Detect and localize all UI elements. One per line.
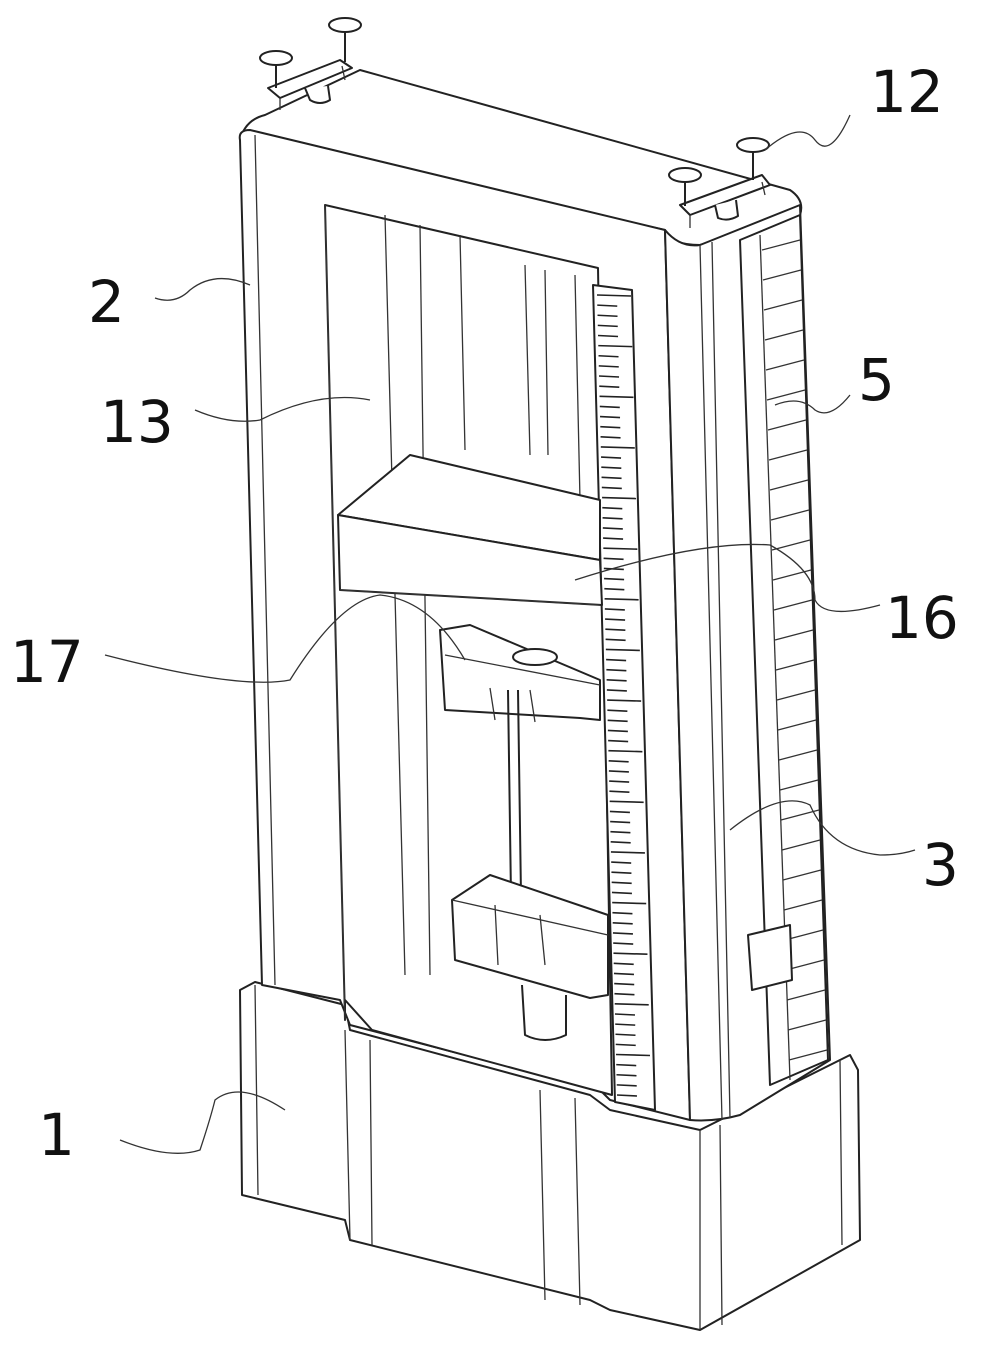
scale-tick xyxy=(603,538,623,539)
label-12: 12 xyxy=(870,58,944,126)
scale-tick xyxy=(614,994,634,995)
scale-tick xyxy=(601,447,635,448)
scale-tick xyxy=(599,376,619,377)
scale-tick xyxy=(598,336,618,337)
scale-tick xyxy=(603,548,637,549)
scale-tick xyxy=(613,923,633,924)
scale-tick xyxy=(611,862,631,863)
scale-tick xyxy=(610,822,630,823)
label-2: 2 xyxy=(88,268,125,336)
scale-tick xyxy=(598,315,618,316)
scale-tick xyxy=(609,781,629,782)
scale-tick xyxy=(600,427,620,428)
label-17: 17 xyxy=(10,628,84,696)
scale-tick xyxy=(613,943,633,944)
label-16: 16 xyxy=(885,584,959,652)
scale-tick xyxy=(611,842,631,843)
scale-tick xyxy=(601,437,621,438)
scale-tick xyxy=(616,1054,650,1055)
scale-tick xyxy=(609,791,629,792)
scale-tick xyxy=(599,366,619,367)
scale-tick xyxy=(599,386,619,387)
scale-tick xyxy=(604,558,624,559)
scale-tick xyxy=(611,872,631,873)
scale-tick xyxy=(600,417,620,418)
scale-tick xyxy=(603,518,623,519)
scale-tick xyxy=(605,619,625,620)
scale-tick xyxy=(608,741,628,742)
label-3: 3 xyxy=(922,831,959,899)
scale-tick xyxy=(614,963,634,964)
scale-tick xyxy=(597,295,631,296)
scale-tick xyxy=(610,801,644,802)
scale-tick xyxy=(607,690,627,691)
scale-tick xyxy=(607,710,627,711)
scale-tick xyxy=(612,892,632,893)
scale-tick xyxy=(606,670,626,671)
scale-tick xyxy=(602,487,622,488)
scale-tick xyxy=(598,325,618,326)
scale-tick xyxy=(605,599,639,600)
scale-tick xyxy=(609,761,629,762)
scale-tick xyxy=(616,1075,636,1076)
scale-tick xyxy=(598,346,632,347)
scale-tick xyxy=(600,396,634,397)
scale-tick xyxy=(609,771,629,772)
scale-tick xyxy=(612,913,632,914)
scale-tick xyxy=(613,933,633,934)
scale-tick xyxy=(601,457,621,458)
scale-tick xyxy=(599,356,619,357)
scale-tick xyxy=(605,609,625,610)
scale-tick xyxy=(615,1004,649,1005)
scale-tick xyxy=(615,1034,635,1035)
scale-tick xyxy=(616,1065,636,1066)
label-13: 13 xyxy=(100,388,174,456)
scale-tick xyxy=(608,751,642,752)
scale-tick xyxy=(604,579,624,580)
scale-tick xyxy=(612,903,646,904)
scale-tick xyxy=(602,508,622,509)
scale-tick xyxy=(617,1095,637,1096)
scale-tick xyxy=(607,680,627,681)
scale-tick xyxy=(615,1024,635,1025)
scale-tick xyxy=(603,528,623,529)
scale-tick xyxy=(610,811,630,812)
scale-tick xyxy=(605,629,625,630)
scale-tick xyxy=(606,639,626,640)
scale-tick xyxy=(617,1085,637,1086)
scale-tick xyxy=(613,953,647,954)
scale-tick xyxy=(602,477,622,478)
scale-tick xyxy=(614,973,634,974)
scale-tick xyxy=(608,720,628,721)
scale-tick xyxy=(608,730,628,731)
scale-tick xyxy=(612,882,632,883)
scale-tick xyxy=(600,406,620,407)
scale-tick xyxy=(616,1044,636,1045)
scale-tick xyxy=(604,589,624,590)
label-1: 1 xyxy=(38,1101,75,1169)
scale-tick xyxy=(602,498,636,499)
label-5: 5 xyxy=(858,346,895,414)
scale-tick xyxy=(606,649,640,650)
scale-tick xyxy=(597,305,617,306)
scale-tick xyxy=(610,832,630,833)
scale-tick xyxy=(611,852,645,853)
scale-tick xyxy=(615,1014,635,1015)
scale-tick xyxy=(607,700,641,701)
scale-tick xyxy=(614,984,634,985)
scale-tick xyxy=(606,660,626,661)
scale-tick xyxy=(601,467,621,468)
